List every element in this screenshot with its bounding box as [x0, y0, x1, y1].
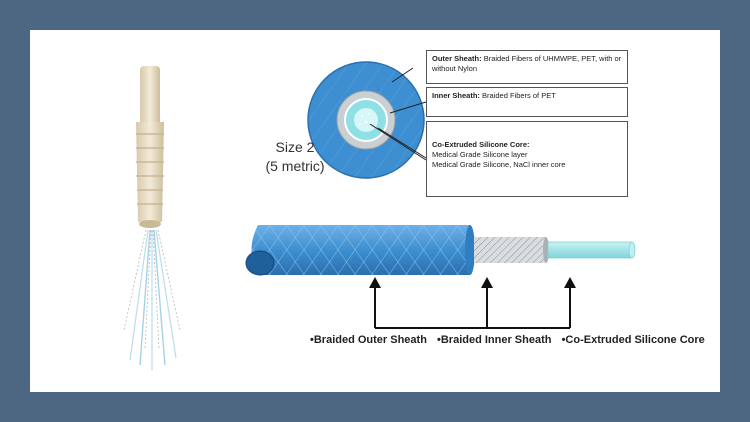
label-braided-outer-sheath: •Braided Outer Sheath	[310, 334, 427, 346]
silicone-core-title: Co-Extruded Silicone Core:	[432, 140, 530, 149]
label-braided-inner-sheath: •Braided Inner Sheath	[437, 334, 552, 346]
size-label-line2: (5 metric)	[265, 157, 325, 174]
label-co-extruded-silicone-core: •Co-Extruded Silicone Core	[561, 334, 705, 346]
inner-sheath-title: Inner Sheath:	[432, 91, 480, 100]
outer-sheath-callout: Outer Sheath: Braided Fibers of UHMWPE, …	[426, 50, 628, 84]
suture-connector-image	[123, 66, 181, 370]
cross-section-diagram	[307, 61, 427, 179]
component-labels: •Braided Outer Sheath •Braided Inner She…	[310, 334, 712, 346]
outer-sheath-title: Outer Sheath:	[432, 54, 482, 63]
size-label: Size 2 (5 metric)	[262, 138, 328, 176]
inner-sheath-text: Braided Fibers of PET	[482, 91, 556, 100]
inner-sheath-callout: Inner Sheath: Braided Fibers of PET	[426, 87, 628, 117]
silicone-core-line1: Medical Grade Silicone layer	[432, 149, 528, 159]
silicone-core-line2: Medical Grade Silicone, NaCl inner core	[432, 159, 566, 169]
size-label-line1: Size 2	[275, 139, 315, 155]
label-arrows	[374, 283, 571, 329]
longitudinal-suture-diagram	[245, 225, 636, 276]
outer-sheath-text: Braided Fibers of UHMWPE, PET, with or w…	[432, 54, 622, 73]
content-panel: Size 2 (5 metric) Outer Sheath: Braided …	[30, 30, 720, 392]
suture-diagram	[123, 61, 636, 370]
silicone-core-callout: Co-Extruded Silicone Core: Medical Grade…	[426, 121, 628, 197]
